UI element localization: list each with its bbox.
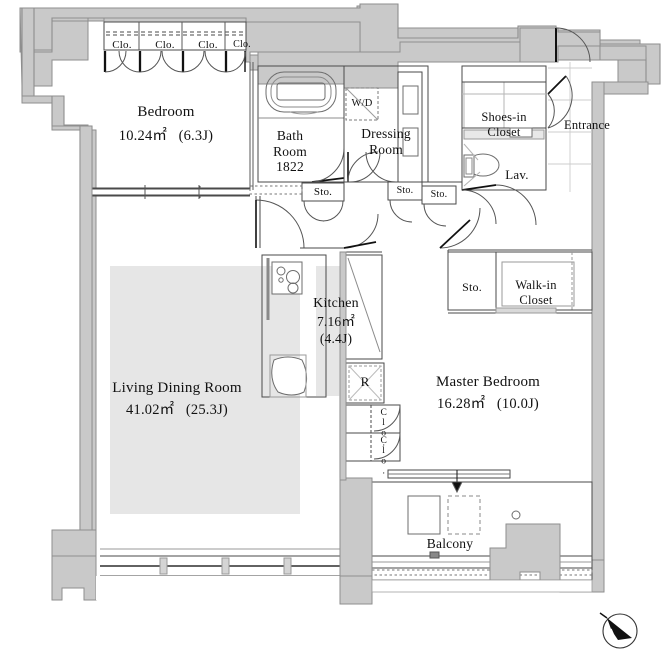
storage-label-3: Sto. [423, 189, 455, 200]
room-label-balcony: Balcony [410, 536, 490, 551]
storage-label-2: Sto. [389, 185, 421, 196]
closet-label-3: Clo. [192, 39, 224, 51]
master-bedroom-name: Master Bedroom [435, 374, 541, 390]
room-label-dressing-room: Dressing Room [340, 126, 432, 158]
storage-label-4: Sto. [452, 280, 492, 294]
storage-2-text: Sto. [396, 185, 414, 196]
living-dining-room-name: Living Dining Room [112, 380, 242, 396]
appliance-label-refrigerator: R [350, 374, 380, 390]
dressing-room-name-line1: Dressing [361, 126, 411, 141]
kitchen-closet-1-text: Clo. [378, 408, 389, 449]
left-lower-wall [79, 125, 93, 531]
closet-1-text: Clo. [112, 39, 132, 51]
right-exterior-wall [559, 81, 649, 593]
dressing-room-name-line2: Room [369, 142, 403, 158]
shoes-in-closet-line1: Shoes-in [481, 110, 527, 124]
closet-label-4: Clo. [227, 39, 257, 50]
living-dining-room-area: 41.02㎡ [126, 402, 175, 418]
kitchen-tatami: (4.4J) [319, 330, 353, 346]
closet-label-2: Clo. [149, 39, 181, 51]
closet-3-text: Clo. [198, 39, 218, 51]
walk-in-closet-line2: Closet [519, 293, 553, 307]
bath-room-code: 1822 [276, 159, 304, 175]
north-compass [599, 612, 638, 649]
closet-2-text: Clo. [155, 39, 175, 51]
floor-shading [110, 266, 340, 514]
lavatory-name: Lav. [505, 167, 529, 182]
closet-label-1: Clo. [106, 39, 138, 51]
storage-4-text: Sto. [462, 280, 482, 294]
shoes-in-closet-line2: Closet [487, 125, 521, 139]
room-label-shoes-in-closet: Shoes-in Closet [459, 110, 549, 140]
kitchen-closet-label-2: Clo. [378, 436, 389, 477]
top-walls [249, 27, 647, 89]
living-dining-room-tatami: (25.3J) [185, 402, 228, 418]
storage-3-text: Sto. [430, 189, 448, 200]
storage-1-text: Sto. [313, 186, 333, 198]
room-area-living-dining-room: 41.02㎡ (25.3J) [92, 402, 262, 418]
room-label-entrance: Entrance [544, 118, 630, 132]
room-label-lavatory: Lav. [492, 167, 542, 183]
walk-in-closet-line1: Walk-in [515, 278, 557, 292]
interior-walls [92, 21, 593, 581]
room-label-living-dining-room: Living Dining Room [92, 380, 262, 397]
room-area-master-bedroom: 16.28㎡ (10.0J) [408, 396, 568, 412]
bath-room-name-line2: Room [273, 143, 307, 159]
balcony-name: Balcony [426, 536, 474, 551]
room-label-kitchen: Kitchen [300, 296, 372, 312]
storage-label-1: Sto. [303, 186, 343, 198]
room-label-bedroom: Bedroom [96, 104, 236, 121]
kitchen-closet-2-text: Clo. [378, 436, 389, 477]
bedroom-name: Bedroom [137, 104, 195, 120]
master-bedroom-area: 16.28㎡ [437, 396, 486, 412]
appliance-label-washer-dryer: W/D [344, 98, 380, 110]
kitchen-area: 7.16㎡ [316, 314, 356, 329]
master-bedroom-tatami: (10.0J) [496, 396, 539, 412]
hall-door-band [249, 185, 303, 195]
bath-room-name-line1: Bath [276, 128, 304, 143]
closet-4-text: Clo. [233, 39, 251, 50]
room-label-bath-room: Bath Room 1822 [258, 128, 322, 175]
bedroom-area: 10.24㎡ [118, 128, 168, 144]
room-area-kitchen: 7.16㎡ (4.4J) [300, 314, 372, 348]
kitchen-closet-label-1: Clo. [378, 408, 389, 449]
bottom-walls [96, 477, 593, 605]
room-area-bedroom: 10.24㎡ (6.3J) [86, 128, 246, 144]
kitchen-name: Kitchen [313, 296, 359, 311]
bedroom-tatami: (6.3J) [178, 128, 214, 144]
room-label-walk-in-closet: Walk-in Closet [498, 278, 574, 308]
washer-dryer-label: W/D [351, 98, 373, 109]
room-label-master-bedroom: Master Bedroom [410, 374, 566, 391]
refrigerator-text: R [360, 374, 370, 389]
bottom-left-pier [51, 529, 97, 601]
entrance-name: Entrance [563, 118, 610, 132]
center-wall [339, 251, 347, 481]
